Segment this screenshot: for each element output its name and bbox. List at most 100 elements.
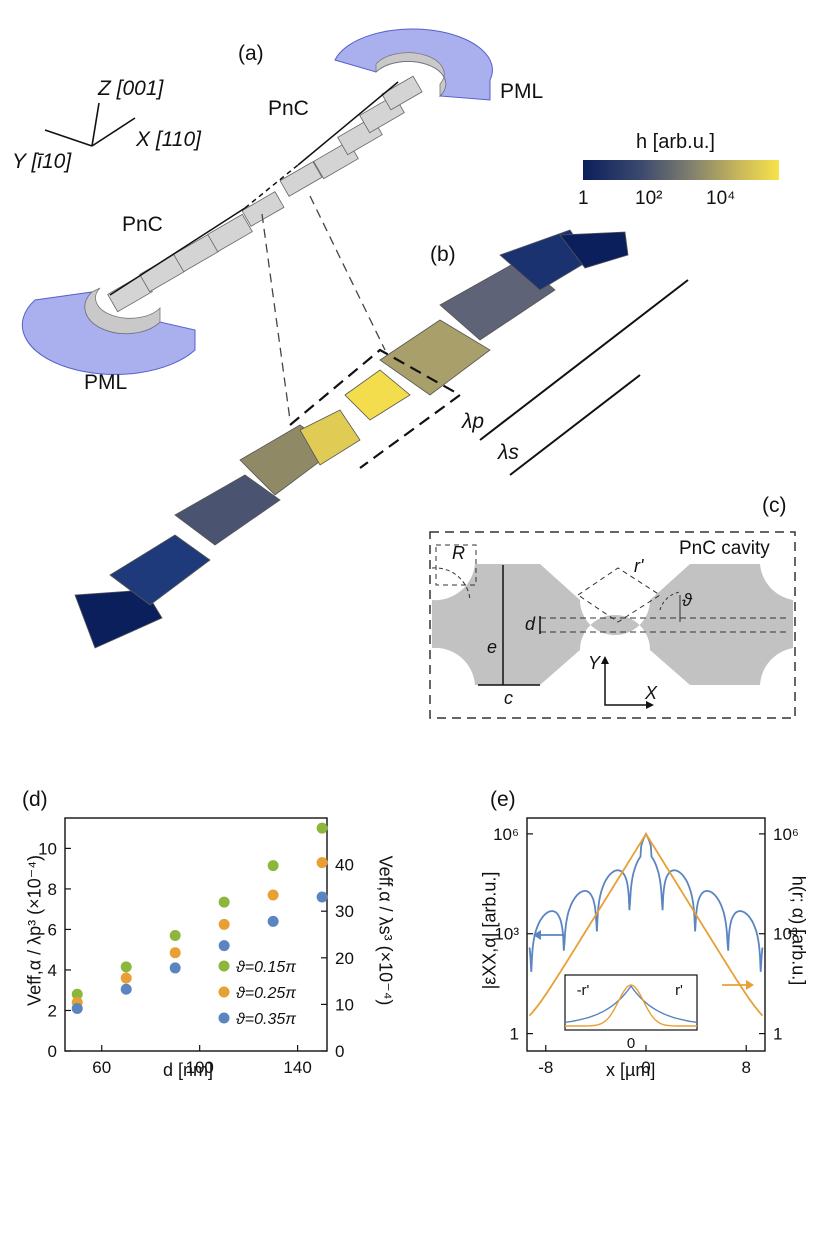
axis-z-label: Z [001] [98, 77, 164, 100]
data-point [120, 983, 132, 995]
chart-e-xlabel: x [µm] [606, 1060, 656, 1080]
pml-bottom-label: PML [84, 371, 128, 394]
colorbar [583, 160, 779, 180]
x-tick-label: 100 [185, 1058, 213, 1077]
data-point [316, 822, 328, 834]
pnc-chain-a [107, 75, 423, 313]
inset-strain-line [564, 984, 698, 1024]
chart-d-ylabel-left: Veff,α / λp³ (×10⁻⁴) [24, 855, 45, 1006]
arrow-right-head [746, 980, 754, 990]
y-tick-left-label: 6 [48, 920, 57, 939]
x-tick-label: 60 [92, 1058, 111, 1077]
cavity-R-label: R [452, 543, 465, 563]
axis-x-label: X [110] [136, 128, 201, 151]
y-tick-left-label: 10³ [494, 925, 519, 944]
y-tick-left-label: 4 [48, 961, 57, 980]
cavity-y-label: Y [588, 653, 601, 673]
inset-tick-label: r' [675, 982, 683, 999]
legend-label: ϑ=0.25π [236, 985, 296, 1002]
data-point [71, 1002, 83, 1014]
series-line-strain [528, 832, 764, 972]
x-tick-label: 0 [641, 1058, 650, 1077]
data-point [169, 962, 181, 974]
data-point [120, 961, 132, 973]
cavity-diagram [429, 531, 796, 719]
y-tick-left-label: 10⁶ [493, 825, 519, 844]
y-tick-left-label: 1 [510, 1025, 519, 1044]
legend-marker [218, 960, 230, 972]
data-point [316, 891, 328, 903]
zoom-lines [261, 195, 386, 421]
y-tick-right-label: 1 [773, 1025, 782, 1044]
chart-d-ylabel-right: Veff,α / λs³ (×10⁻⁴) [375, 855, 396, 1006]
colorbar-title: h [arb.u.] [636, 131, 715, 153]
x-tick-label: 8 [741, 1058, 750, 1077]
inset-frame [564, 974, 698, 1031]
colorbar-tick-1: 1 [578, 188, 589, 209]
data-point [218, 918, 230, 930]
arrow-left-head [533, 930, 541, 940]
lambda-p-label: λp [462, 410, 485, 433]
panel-label-b: (b) [430, 243, 456, 266]
y-tick-left-label: 10 [38, 839, 57, 858]
lambda-lines [479, 279, 689, 476]
inset-h-line [565, 984, 697, 1027]
chart-d-xlabel: d [nm] [163, 1060, 214, 1080]
data-point [169, 930, 181, 942]
data-point [120, 972, 132, 984]
cavity-e-label: e [487, 637, 498, 657]
pnc-chain-b [74, 229, 629, 649]
colorbar-tick-2: 10² [635, 188, 663, 209]
chart-e-ylabel-left: |εXX,α| [arb.u.] [479, 871, 500, 990]
axis-triad [44, 102, 136, 147]
pml-top-label: PML [500, 80, 544, 103]
cavity-d-label: d [525, 614, 536, 634]
data-point [267, 889, 279, 901]
legend-label: ϑ=0.15π [236, 959, 296, 976]
cavity-c-label: c [504, 688, 513, 708]
y-tick-right-label: 30 [335, 902, 354, 921]
data-point [267, 915, 279, 927]
pnc-left-label: PnC [122, 213, 163, 236]
lambda-s-label: λs [498, 441, 519, 464]
data-point [218, 940, 230, 952]
axis-y-label: Y [ī10] [12, 150, 72, 173]
series-line-h [528, 832, 764, 1017]
y-tick-left-label: 0 [48, 1042, 57, 1061]
cavity-theta-label: ϑ [682, 590, 692, 610]
panel-label-e: (e) [490, 788, 516, 811]
data-point [71, 988, 83, 1000]
colorbar-tick-3: 10⁴ [706, 188, 736, 209]
legend-marker [218, 1012, 230, 1024]
pnc-brackets [109, 81, 399, 296]
cavity-rprime-label: r' [634, 556, 644, 576]
inset-tick-label: 0 [627, 1035, 635, 1052]
panel-label-a: (a) [238, 42, 264, 65]
x-tick-label: -8 [538, 1058, 553, 1077]
panel-label-c: (c) [762, 494, 787, 517]
y-tick-right-label: 10³ [773, 925, 798, 944]
pnc-top-label: PnC [268, 97, 309, 120]
y-tick-right-label: 10⁶ [773, 825, 799, 844]
data-point [169, 947, 181, 959]
pml-top-shape [334, 28, 493, 101]
y-tick-right-label: 40 [335, 856, 354, 875]
data-point [316, 857, 328, 869]
y-tick-right-label: 20 [335, 949, 354, 968]
chart-d-frame [64, 817, 328, 1052]
legend-label: ϑ=0.35π [236, 1011, 296, 1028]
x-tick-label: 140 [283, 1058, 311, 1077]
y-tick-right-label: 10 [335, 995, 354, 1014]
data-point [267, 860, 279, 872]
panel-label-d: (d) [22, 788, 48, 811]
y-tick-right-label: 0 [335, 1042, 344, 1061]
y-tick-left-label: 8 [48, 880, 57, 899]
data-point [218, 896, 230, 908]
cavity-title: PnC cavity [679, 538, 770, 559]
y-tick-left-label: 2 [48, 1001, 57, 1020]
chart-e-marks: -8 0 8 1 1 10³ 10³ 10⁶ 10⁶ -r' 0 r' [493, 825, 799, 1077]
chart-e-ylabel-right: h(r; α) [arb.u.] [788, 875, 809, 986]
inset-tick-label: -r' [577, 982, 590, 999]
